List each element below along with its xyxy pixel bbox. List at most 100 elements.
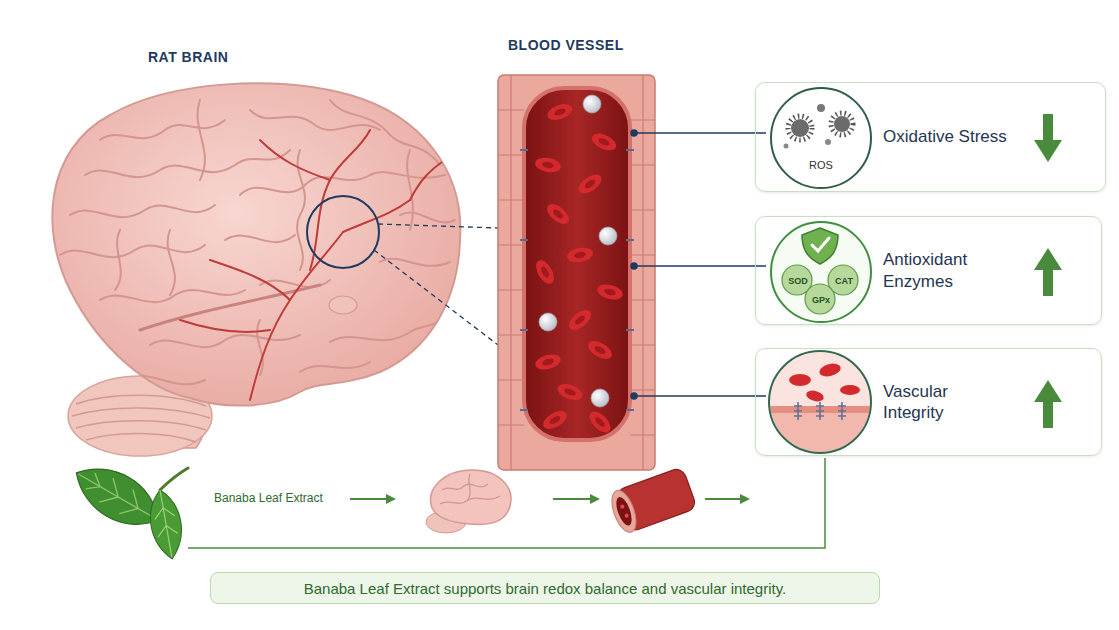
rbc (540, 407, 570, 432)
rbc (566, 306, 595, 333)
red-blood-cells (532, 101, 624, 436)
enzyme-icon (782, 228, 858, 314)
folia-line (86, 433, 196, 442)
vessel-wall (498, 75, 655, 470)
panel-title: Oxidative Stress (883, 126, 1007, 147)
rbc (789, 374, 811, 386)
gyrus (330, 100, 440, 165)
junction-mark (520, 150, 528, 410)
rbc-dot (620, 504, 625, 509)
check-mark (812, 238, 829, 251)
up-arrow (1034, 380, 1062, 428)
icon-circle: ROS (769, 86, 873, 190)
artery (210, 260, 290, 300)
rbc-dot (624, 513, 629, 518)
brain-vessels (180, 130, 445, 400)
icon-ring (771, 222, 871, 322)
white-cell (583, 95, 601, 113)
rbc (544, 200, 573, 227)
effect-panel: Vascular Integrity (755, 348, 1102, 456)
olfactory-bulb (329, 296, 357, 314)
cerebrum (52, 83, 460, 405)
icon-ring (771, 88, 871, 188)
gyrus (250, 110, 380, 130)
gyrus (115, 230, 121, 290)
icon-outline (769, 86, 873, 190)
ros-particles (784, 104, 854, 149)
artery (180, 320, 270, 332)
rbc (585, 337, 615, 362)
icon-outline (769, 220, 873, 324)
leader-line (634, 265, 766, 267)
enzyme-name: CAT (835, 276, 853, 286)
artery (260, 140, 330, 180)
rbc (596, 282, 625, 302)
rbc (555, 381, 584, 403)
cerebrum-shape (52, 83, 460, 405)
white-cell (539, 313, 557, 331)
particle (834, 116, 850, 132)
gyrus (225, 235, 295, 242)
icon-outline (769, 351, 871, 453)
leader-dot (631, 263, 637, 269)
change-arrows (1034, 114, 1062, 428)
artery (250, 232, 343, 400)
gyrus (400, 213, 455, 223)
particle (784, 144, 789, 149)
junction-mark (626, 150, 634, 410)
zoom-line (378, 224, 498, 228)
zoom-line (374, 250, 498, 345)
icon-circle: SODCATGPx (769, 220, 873, 324)
gyrus (168, 230, 175, 295)
junction (838, 402, 846, 420)
cell-line (630, 120, 655, 435)
vessel-lumen (613, 495, 635, 527)
leaf (145, 487, 187, 561)
small-gyri (440, 474, 500, 504)
rbc (589, 130, 618, 154)
rbc (840, 385, 860, 395)
particle-spikes (788, 116, 812, 140)
flow-arrow (553, 494, 600, 504)
leader-dot (631, 393, 637, 399)
particle (825, 139, 831, 145)
gyrus (150, 335, 300, 347)
caption-text: Banaba Leaf Extract supports brain redox… (304, 580, 787, 597)
gyrus (120, 376, 205, 385)
blood-vessel (498, 75, 655, 470)
gyrus (60, 245, 205, 257)
rbc (586, 408, 614, 436)
gyrus (70, 205, 215, 217)
tight-junctions (794, 402, 846, 420)
cell-junctions (520, 150, 634, 410)
rbc (818, 361, 842, 378)
small-brain (426, 470, 511, 533)
gyrus (407, 150, 413, 230)
leaf-stem (160, 468, 188, 490)
junction (794, 402, 802, 420)
flow-arrow (705, 494, 750, 504)
icon-ground (770, 87, 870, 187)
artery (410, 160, 445, 200)
vessel-opening (607, 487, 641, 535)
white-cell (599, 227, 617, 245)
leader-dot (631, 130, 637, 136)
enzyme-bubble (805, 284, 835, 314)
vessel-lumen (524, 88, 630, 440)
caption-box: Banaba Leaf Extract supports brain redox… (210, 572, 880, 604)
leader-line (634, 132, 766, 134)
figure-label: BLOOD VESSEL (508, 37, 624, 53)
particle (817, 104, 825, 112)
wall-cells (498, 75, 655, 470)
white-cell (591, 389, 609, 407)
cell-line (642, 75, 643, 470)
cell-line (498, 110, 524, 425)
particle (791, 119, 809, 137)
junction (816, 402, 824, 420)
folia-line (76, 421, 206, 430)
rbc (545, 101, 574, 123)
rbc (534, 352, 563, 372)
rbc (805, 389, 825, 403)
figure-label: RAT BRAIN (148, 49, 228, 65)
